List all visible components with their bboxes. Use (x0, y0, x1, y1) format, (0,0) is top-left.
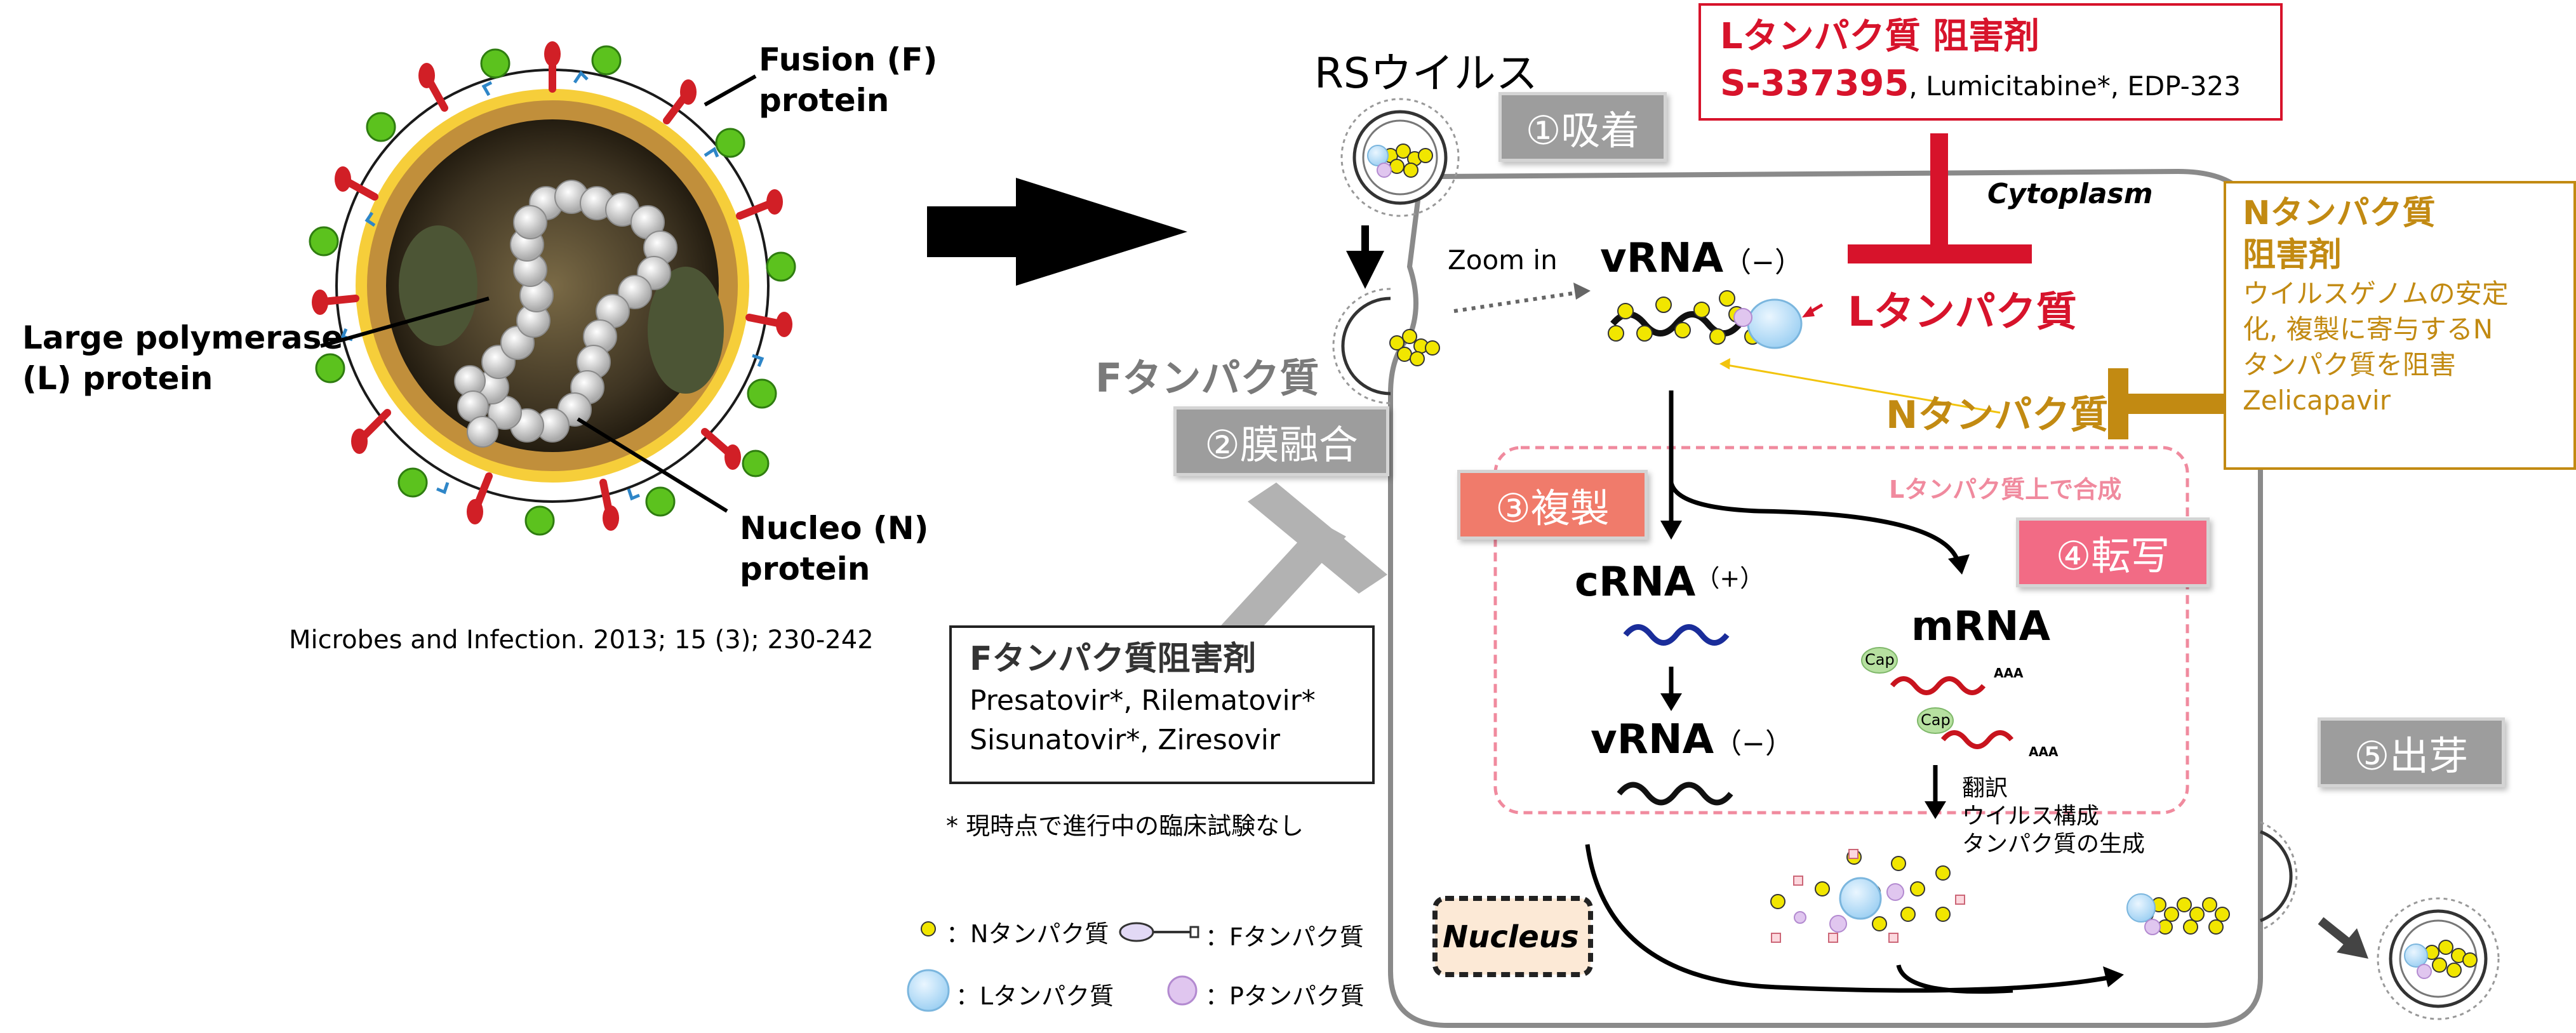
crna-label: cRNA（+） (1575, 559, 1765, 606)
legend-n: ：Nタンパク質 (946, 920, 1109, 948)
step-adsorption: ①吸着 (1498, 92, 1667, 162)
n-inhibitor-desc: ウイルスゲノムの安定 化, 複製に寄与するN タンパク質を阻害 Zelicapa… (2243, 278, 2509, 416)
released-particle (2377, 897, 2500, 1020)
synthesized-proteins (1770, 849, 1965, 943)
f-inhibitor-box: Fタンパク質阻害剤 Presatovir*, Rilematovir* Sisu… (949, 625, 1375, 784)
nucleus-box (1432, 896, 1593, 977)
step-transcription: ④転写 (2016, 517, 2210, 587)
rsv-particle-top (1340, 98, 1460, 217)
n-inhibitor-box: Nタンパク質 阻害剤 ウイルスゲノムの安定 化, 複製に寄与するN タンパク質を… (2224, 181, 2576, 470)
legend-p: ：Pタンパク質 (1205, 982, 1365, 1010)
n-protein-label: Nタンパク質 (1886, 393, 2109, 437)
synthesis-label: Lタンパク質上で合成 (1889, 476, 2122, 503)
n-inhibitor-title: Nタンパク質 阻害剤 (2243, 194, 2436, 274)
zoom-in-label: Zoom in (1448, 244, 1558, 276)
aaa-label-1: AAA (1994, 665, 2024, 681)
l-inhibitor-drugs: S-337395, Lumicitabine*, EDP-323 (1720, 63, 2241, 104)
l-protein-label: Lタンパク質 (1848, 289, 2077, 336)
legend-symbols (907, 921, 1199, 1012)
vrna-top-label: vRNA（−） (1600, 235, 1803, 282)
nucleo-protein-label: Nucleo (N) protein (740, 510, 929, 587)
translation-label: 翻訳 ウイルス構成 タンパク質の生成 (1962, 775, 2146, 857)
fusion-protein-label: Fusion (F) protein (759, 41, 938, 119)
l-inhibitor-box: Lタンパク質 阻害剤 S-337395, Lumicitabine*, EDP-… (1698, 3, 2283, 121)
f-inhibitor-symbol (1206, 483, 1387, 657)
footnote: * 現時点で進行中の臨床試験なし (946, 812, 1304, 840)
step-membrane-fusion: ②膜融合 (1173, 406, 1389, 476)
f-protein-label: Fタンパク質 (1095, 355, 1319, 401)
synthesis-region (1493, 446, 2189, 815)
nucleus-label: Nucleus (1443, 919, 1579, 955)
vrna-bottom-label: vRNA（−） (1591, 716, 1793, 763)
f-inhibitor-drugs: Presatovir*, Rilematovir* Sisunatovir*, … (970, 684, 1316, 756)
cap-label-2: Cap (1921, 711, 1951, 729)
rsv-virion-illustration (309, 41, 796, 536)
fusing-particle (1332, 288, 1440, 404)
rsv-title: RSウイルス (1314, 49, 1538, 98)
citation: Microbes and Infection. 2013; 15 (3); 23… (289, 625, 874, 655)
n-inhibitor-symbol (2108, 368, 2224, 439)
f-inhibitor-title: Fタンパク質阻害剤 (970, 640, 1257, 678)
big-right-arrow (927, 178, 1187, 286)
mrna-label: mRNA (1911, 603, 2051, 650)
large-polymerase-label: Large polymerase (L) protein (22, 319, 344, 397)
l-inhibitor-symbol (1848, 133, 2032, 263)
legend-f: ：Fタンパク質 (1205, 923, 1364, 951)
l-inhibitor-title: Lタンパク質 阻害剤 (1720, 16, 2040, 57)
vrna-complex (1608, 290, 1803, 349)
budding-particle (2126, 821, 2298, 935)
cytoplasm-label: Cytoplasm (1987, 178, 2153, 210)
cap-label-1: Cap (1865, 651, 1895, 669)
aaa-label-2: AAA (2029, 744, 2059, 759)
step-replication: ③複製 (1457, 470, 1648, 540)
legend-l: ：Lタンパク質 (956, 982, 1114, 1010)
step-budding: ⑤出芽 (2318, 717, 2505, 787)
